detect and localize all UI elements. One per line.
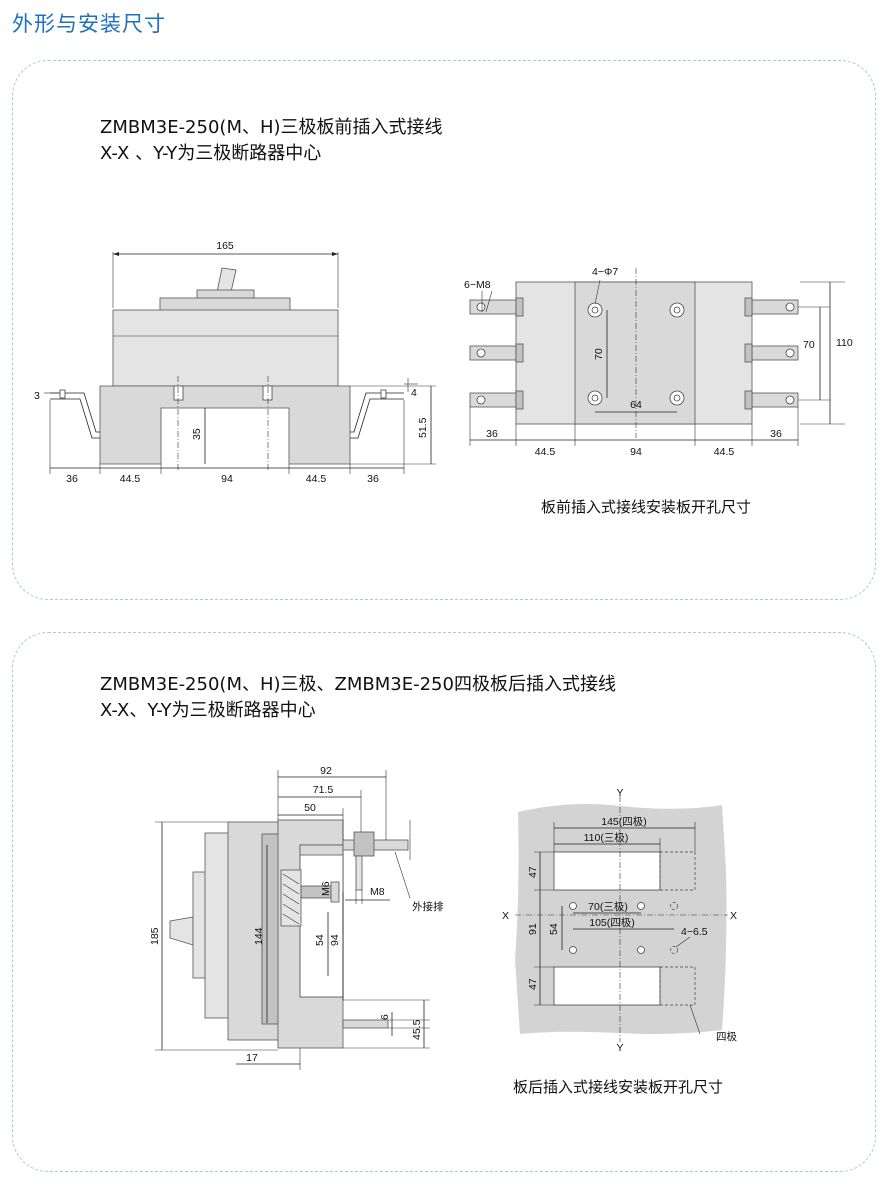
dim-36-left: 36 — [486, 428, 498, 440]
dim-35: 35 — [191, 428, 203, 440]
dim-70-right: 70 — [803, 339, 815, 351]
top-view-drawing: 6−M8 4−Φ7 70 64 70 110 36 36 44.5 94 44.… — [464, 266, 853, 458]
dim-144: 144 — [253, 927, 265, 945]
section1-caption: 板前插入式接线安装板开孔尺寸 — [541, 498, 752, 516]
handle-lever — [216, 267, 237, 293]
dim-70-inner: 70 — [593, 348, 605, 360]
breaker-cover — [112, 309, 339, 387]
dim-70-three-pole: 70(三极) — [588, 900, 628, 913]
breaker-base — [99, 385, 351, 465]
dim-4-6-5: 4−6.5 — [681, 926, 708, 938]
section1-heading-center-note: X-X 、Y-Y为三极断路器中心 — [100, 143, 322, 164]
dim-91: 91 — [527, 923, 539, 935]
section2-heading-center-note: X-X、Y-Y为三极断路器中心 — [100, 700, 316, 721]
dim-47-bottom: 47 — [527, 978, 539, 990]
label-external-busbar: 外接排 — [412, 900, 444, 913]
dim-145-four-pole: 145(四极) — [601, 815, 647, 828]
dim-94: 94 — [329, 934, 341, 946]
dim-m8: M8 — [370, 886, 385, 898]
dim-165: 165 — [216, 240, 234, 252]
dim-105-four-pole: 105(四极) — [589, 916, 635, 929]
label-x-left: X — [502, 910, 509, 922]
dim-51-5: 51.5 — [417, 417, 429, 438]
dim-m6: M6 — [320, 881, 332, 896]
label-y-top: Y — [616, 787, 623, 799]
dim-44-5-left: 44.5 — [535, 446, 556, 458]
dim-4: 4 — [411, 387, 417, 399]
side-view-drawing: 92 71.5 50 185 144 M6 54 94 M8 外接排 6 — [149, 765, 444, 1070]
dim-36-right: 36 — [770, 428, 782, 440]
page-title: 外形与安装尺寸 — [12, 12, 166, 36]
dim-50: 50 — [304, 802, 316, 814]
section-frame-front-connection — [12, 60, 876, 600]
dim-4-phi7: 4−Φ7 — [592, 266, 618, 278]
dim-47-top: 47 — [527, 866, 539, 878]
terminal-slot — [173, 385, 184, 401]
section1-heading-model: ZMBM3E-250(M、H)三极板前插入式接线 — [100, 117, 443, 138]
handle-lever — [169, 916, 194, 946]
section-frame-rear-connection — [12, 632, 876, 1172]
dim-110-three-pole: 110(三极) — [584, 831, 629, 844]
dim-36-right: 36 — [367, 473, 379, 485]
dim-54: 54 — [548, 923, 560, 935]
dim-110: 110 — [836, 337, 853, 349]
dim-54: 54 — [314, 934, 326, 946]
dim-44-5-left: 44.5 — [120, 473, 141, 485]
dim-36-left: 36 — [66, 473, 78, 485]
terminal-slot — [262, 385, 273, 401]
dim-92: 92 — [320, 765, 332, 777]
dim-3: 3 — [34, 390, 40, 402]
dim-94: 94 — [630, 446, 642, 458]
dim-94: 94 — [221, 473, 233, 485]
dim-71-5: 71.5 — [313, 784, 334, 796]
label-x-right: X — [730, 910, 737, 922]
front-view-drawing: 165 3 4 51.5 35 36 44.5 94 44.5 36 — [34, 240, 436, 485]
label-y-bottom: Y — [616, 1042, 623, 1054]
dim-185: 185 — [149, 927, 161, 945]
dim-6-m8: 6−M8 — [464, 279, 491, 291]
cover-top — [159, 297, 291, 312]
dim-44-5-right: 44.5 — [306, 473, 327, 485]
cutout-drawing: Y Y X X 145(四极) 110(三极) 70(三极) 105(四极) 4… — [502, 787, 737, 1054]
dim-6: 6 — [379, 1014, 391, 1020]
label-four-pole: 四极 — [716, 1030, 737, 1043]
dim-17: 17 — [246, 1052, 258, 1064]
section2-caption: 板后插入式接线安装板开孔尺寸 — [513, 1078, 724, 1096]
section2-heading-model: ZMBM3E-250(M、H)三极、ZMBM3E-250四极板后插入式接线 — [100, 674, 616, 695]
dim-64: 64 — [630, 399, 642, 411]
dim-44-5-right: 44.5 — [714, 446, 735, 458]
dim-45-5: 45.5 — [411, 1019, 423, 1040]
